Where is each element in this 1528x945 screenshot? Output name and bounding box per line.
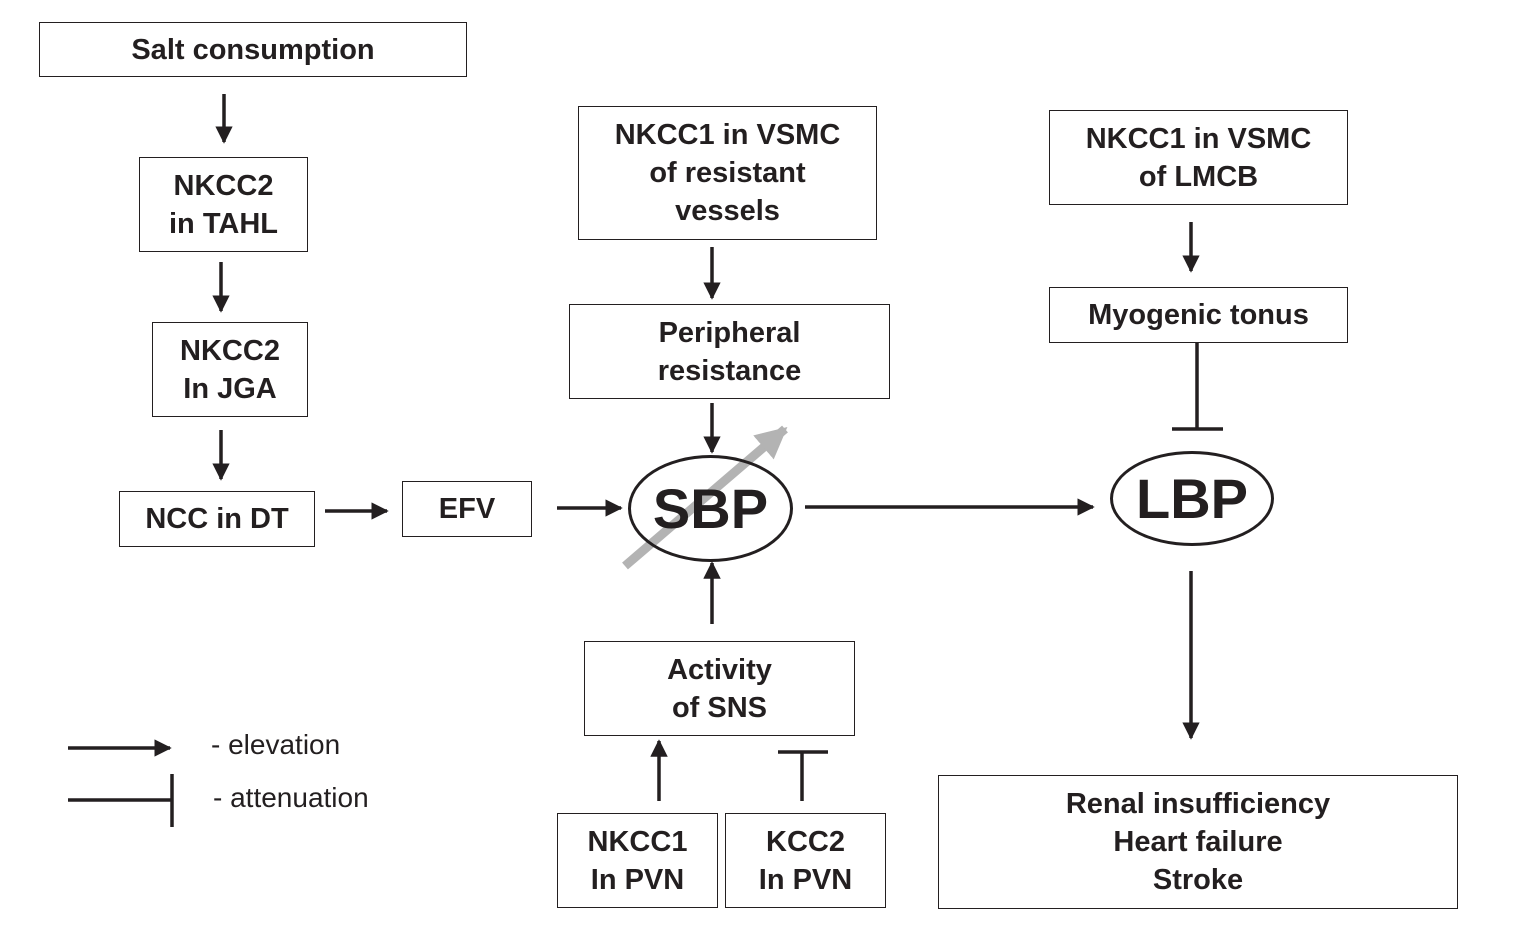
lbp-node: LBP bbox=[1110, 451, 1274, 546]
myogenic-tonus-node: Myogenic tonus bbox=[1049, 287, 1348, 343]
outcomes-node: Renal insufficiency Heart failure Stroke bbox=[938, 775, 1458, 909]
activity-sns-node: Activity of SNS bbox=[584, 641, 855, 736]
nkcc1-vsmc-resistant-node: NKCC1 in VSMC of resistant vessels bbox=[578, 106, 877, 240]
ncc-dt-node: NCC in DT bbox=[119, 491, 315, 547]
nkcc2-jga-node: NKCC2 In JGA bbox=[152, 322, 308, 417]
kcc2-pvn-node: KCC2 In PVN bbox=[725, 813, 886, 908]
legend-attenuation-label: - attenuation bbox=[213, 782, 369, 813]
nkcc1-vsmc-lmcb-node: NKCC1 in VSMC of LMCB bbox=[1049, 110, 1348, 205]
efv-node: EFV bbox=[402, 481, 532, 537]
sbp-node: SBP bbox=[628, 455, 793, 562]
legend-elevation-label: - elevation bbox=[211, 729, 341, 760]
peripheral-resistance-node: Peripheral resistance bbox=[569, 304, 890, 399]
nkcc2-tahl-node: NKCC2 in TAHL bbox=[139, 157, 308, 252]
salt-consumption-node: Salt consumption bbox=[39, 22, 467, 77]
nkcc1-pvn-node: NKCC1 In PVN bbox=[557, 813, 718, 908]
